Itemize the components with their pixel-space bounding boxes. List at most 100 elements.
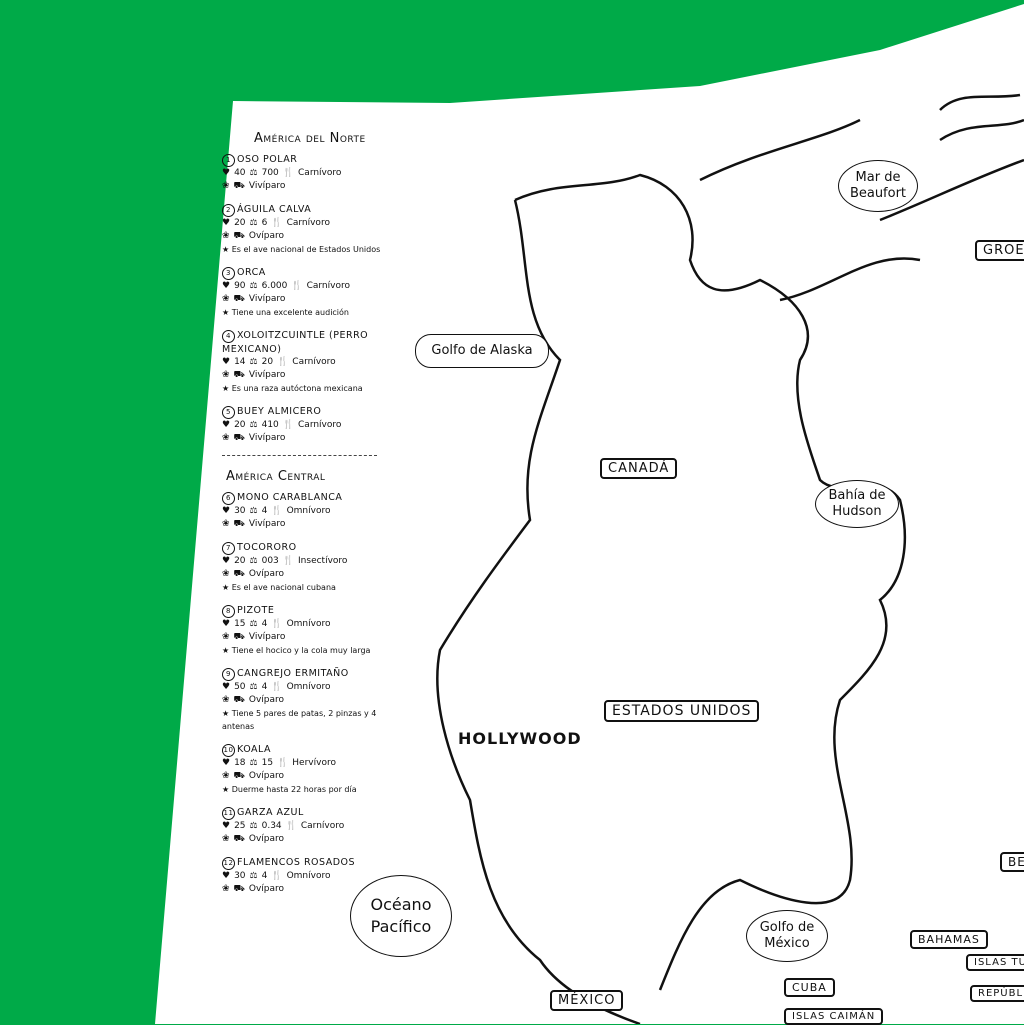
weight-value: 4 xyxy=(261,682,268,692)
stroller-icon: ⛟ xyxy=(233,569,245,579)
animal-fact-text: Es una raza autóctona mexicana xyxy=(231,384,363,393)
footprint-icon: ❀ xyxy=(222,569,230,579)
animal-stats: ♥20⚖6🍴Carnívoro xyxy=(222,217,392,230)
animal-number: 8 xyxy=(222,605,235,618)
central-america-animal-list: 6Mono carablanca♥30⚖4🍴Omnívoro❀⛟Vivíparo… xyxy=(222,491,392,896)
animal-legend: América del Norte 1Oso polar♥40⚖700🍴Carn… xyxy=(222,132,392,906)
star-icon: ★ xyxy=(222,709,232,718)
legend-divider xyxy=(222,455,377,456)
animal-repro: ❀⛟Ovíparo xyxy=(222,883,392,896)
animal-name: 8Pizote xyxy=(222,604,392,618)
animal-stats: ♥20⚖410🍴Carnívoro xyxy=(222,419,392,432)
animal-number: 2 xyxy=(222,204,235,217)
legend-animal-entry: 2Águila calva♥20⚖6🍴Carnívoro❀⛟Ovíparo★ E… xyxy=(222,203,392,256)
animal-name-text: Koala xyxy=(237,744,272,755)
reproduction-value: Vivíparo xyxy=(248,519,286,529)
animal-stats: ♥18⚖15🍴Hervívoro xyxy=(222,757,392,770)
reproduction-value: Vivíparo xyxy=(248,632,286,642)
animal-name-text: Garza azul xyxy=(237,807,304,818)
fork-knife-icon: 🍴 xyxy=(277,758,289,768)
animal-number: 12 xyxy=(222,857,235,870)
footprint-icon: ❀ xyxy=(222,884,230,894)
animal-stats: ♥50⚖4🍴Omnívoro xyxy=(222,681,392,694)
reproduction-value: Vivíparo xyxy=(248,294,286,304)
star-icon: ★ xyxy=(222,785,232,794)
footprint-icon: ❀ xyxy=(222,519,230,529)
weight-icon: ⚖ xyxy=(249,218,258,228)
animal-name: 4Xoloitzcuintle (perro mexicano) xyxy=(222,329,392,356)
animal-stats: ♥20⚖003🍴Insectívoro xyxy=(222,555,392,568)
animal-number: 10 xyxy=(222,744,235,757)
reproduction-value: Ovíparo xyxy=(248,231,285,241)
diet-value: Carnívoro xyxy=(292,357,336,367)
animal-number: 4 xyxy=(222,330,235,343)
animal-name: 7Tocororo xyxy=(222,541,392,555)
weight-icon: ⚖ xyxy=(249,357,258,367)
label-dominican-republic: REPÚBLICA xyxy=(970,985,1024,1002)
weight-value: 4 xyxy=(261,871,268,881)
lifespan-value: 18 xyxy=(234,758,246,768)
reproduction-value: Ovíparo xyxy=(248,695,285,705)
legend-animal-entry: 7Tocororo♥20⚖003🍴Insectívoro❀⛟Ovíparo★ E… xyxy=(222,541,392,594)
footprint-icon: ❀ xyxy=(222,632,230,642)
animal-name: 1Oso polar xyxy=(222,153,392,167)
footprint-icon: ❀ xyxy=(222,433,230,443)
animal-stats: ♥30⚖4🍴Omnívoro xyxy=(222,505,392,518)
reproduction-value: Ovíparo xyxy=(248,771,285,781)
reproduction-value: Vivíparo xyxy=(248,370,286,380)
animal-name: 6Mono carablanca xyxy=(222,491,392,505)
weight-value: 20 xyxy=(261,357,274,367)
legend-animal-entry: 6Mono carablanca♥30⚖4🍴Omnívoro❀⛟Vivíparo xyxy=(222,491,392,531)
weight-icon: ⚖ xyxy=(249,420,258,430)
reproduction-value: Vivíparo xyxy=(248,181,286,191)
animal-repro: ❀⛟Ovíparo xyxy=(222,770,392,783)
diet-value: Omnívoro xyxy=(286,506,331,516)
label-cayman-islands: ISLAS CAIMÁN xyxy=(784,1008,884,1025)
lifespan-value: 25 xyxy=(234,821,246,831)
footprint-icon: ❀ xyxy=(222,294,230,304)
weight-value: 410 xyxy=(261,420,279,430)
legend-animal-entry: 12Flamencos rosados♥30⚖4🍴Omnívoro❀⛟Ovípa… xyxy=(222,856,392,896)
animal-number: 3 xyxy=(222,267,235,280)
weight-icon: ⚖ xyxy=(249,168,258,178)
weight-value: 6.000 xyxy=(261,281,288,291)
star-icon: ★ xyxy=(222,384,232,393)
animal-name-text: Oso polar xyxy=(237,154,298,165)
fork-knife-icon: 🍴 xyxy=(291,281,303,291)
weight-icon: ⚖ xyxy=(249,281,258,291)
north-america-animal-list: 1Oso polar♥40⚖700🍴Carnívoro❀⛟Vivíparo2Ág… xyxy=(222,153,392,445)
animal-name: 5Buey almicero xyxy=(222,405,392,419)
reproduction-value: Vivíparo xyxy=(248,433,286,443)
weight-value: 003 xyxy=(261,556,279,566)
legend-animal-entry: 9Cangrejo ermitaño♥50⚖4🍴Omnívoro❀⛟Ovípar… xyxy=(222,667,392,733)
legend-title-north-america: América del Norte xyxy=(254,131,366,146)
fork-knife-icon: 🍴 xyxy=(282,556,295,566)
animal-stats: ♥15⚖4🍴Omnívoro xyxy=(222,618,392,631)
fork-knife-icon: 🍴 xyxy=(277,357,289,367)
animal-name: 2Águila calva xyxy=(222,203,392,217)
legend-title-central-america: América Central xyxy=(226,469,326,484)
weight-icon: ⚖ xyxy=(249,619,258,629)
fork-knife-icon: 🍴 xyxy=(271,218,283,228)
animal-name-text: Orca xyxy=(237,267,266,278)
lifespan-value: 20 xyxy=(234,218,246,228)
star-icon: ★ xyxy=(222,245,232,254)
weight-value: 0.34 xyxy=(261,821,282,831)
animal-repro: ❀⛟Ovíparo xyxy=(222,694,392,707)
animal-name-text: Águila calva xyxy=(237,204,312,215)
legend-animal-entry: 10Koala ♥18⚖15🍴Hervívoro❀⛟Ovíparo★ Duerme… xyxy=(222,743,392,796)
animal-fact: ★ Duerme hasta 22 horas por día xyxy=(222,783,392,796)
heart-icon: ♥ xyxy=(222,556,231,566)
animal-fact: ★ Es el ave nacional cubana xyxy=(222,581,392,594)
footprint-icon: ❀ xyxy=(222,695,230,705)
stroller-icon: ⛟ xyxy=(233,884,245,894)
heart-icon: ♥ xyxy=(222,281,231,291)
animal-fact-text: Tiene el hocico y la cola muy larga xyxy=(231,646,371,655)
diet-value: Carnívoro xyxy=(306,281,350,291)
animal-fact: ★ Es el ave nacional de Estados Unidos xyxy=(222,243,392,256)
label-pacific-ocean: Océano Pacífico xyxy=(350,875,452,957)
lifespan-value: 90 xyxy=(234,281,246,291)
weight-icon: ⚖ xyxy=(249,871,258,881)
animal-fact-text: Es el ave nacional cubana xyxy=(231,583,336,592)
label-bahamas: BAHAMAS xyxy=(910,930,988,949)
